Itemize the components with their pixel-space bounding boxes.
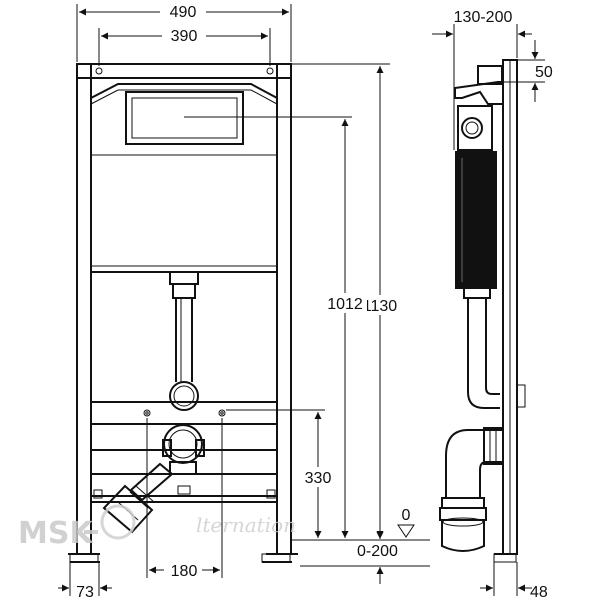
side-dimensions: 130-200 50 48 (432, 9, 553, 600)
dim-fix-spacing: 390 (171, 28, 198, 45)
dim-top-offset: 50 (535, 64, 553, 81)
dim-frame-width: 490 (170, 4, 197, 21)
dim-floor-range: 0-200 (357, 543, 398, 560)
dim-drain-height: 330 (305, 470, 332, 487)
dim-total-height: 1130 (363, 298, 398, 315)
dim-zero-level: 0 (402, 507, 411, 524)
front-dimensions: 490 390 1130 1012 330 0 0-200 (58, 2, 430, 600)
front-view (68, 63, 298, 563)
dim-depth-range: 130-200 (454, 9, 513, 26)
dim-tank-height: 1012 (327, 296, 363, 313)
watermark-brand: MSK (18, 516, 94, 551)
watermark-sub: lternation (196, 513, 296, 537)
dim-drain-center: 180 (171, 563, 198, 580)
dim-side-offset: 73 (76, 584, 94, 600)
watermark: MSK lternation (18, 504, 296, 551)
side-view (439, 59, 526, 563)
dim-leg-depth: 48 (530, 584, 548, 600)
